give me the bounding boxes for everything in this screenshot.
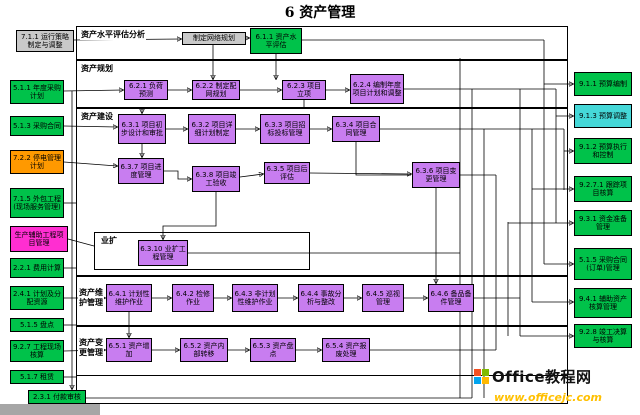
node-7-1-5-outsourced-engineering: 7.1.5 外包工程(现场服务管理) [10,188,64,218]
node-2-2-1-cost-calculation: 2.2.1 费用计算 [10,258,64,278]
node-6-5-4-asset-scrapping: 6.5.4 资产报废处理 [322,338,370,362]
node-5-1-7-lease: 5.1.7 租赁 [10,370,64,384]
node-9-2-8-completion-settlement: 9.2.8 竣工决算与核算 [574,324,632,348]
section-frame-construction [76,108,568,276]
node-6-2-1-load-forecast: 6.2.1 负荷预测 [124,80,168,100]
node-6-3-10-expansion-engineering: 6.3.10 业扩工程管理 [138,240,188,266]
node-6-4-2-overhaul-work: 6.4.2 检修作业 [172,284,214,312]
node-9-1-3-budget-adjustment: 9.1.3 预算调整 [574,104,632,128]
node-6-4-6-spare-parts-management: 6.4.6 备品备件管理 [428,284,474,312]
node-6-4-4-incident-analysis: 6.4.4 事故分析与整改 [298,284,344,312]
node-6-2-4-annual-project-plan: 6.2.4 编制年度项目计划和调整 [350,74,404,104]
node-network-planning: 制定网络规划 [182,32,246,45]
node-6-4-3-unplanned-maintenance: 6.4.3 非计划性维护作业 [232,284,278,312]
diagram-title: 6 资产管理 [284,5,356,21]
node-6-3-5-post-evaluation: 6.3.5 项目后评估 [264,162,310,184]
node-9-1-2-budget-execution-control: 9.1.2 预算执行和控制 [574,138,632,164]
node-9-4-1-auxiliary-asset-accounting: 9.4.1 辅助资产核算管理 [574,288,632,318]
section-label-evaluation: 资产水平评估分析 [80,30,146,40]
office-logo-icon [474,369,489,384]
node-6-4-5-inspection-management: 6.4.5 巡视管理 [362,284,404,312]
node-5-1-1-annual-procurement-plan: 5.1.1 年度采购计划 [10,80,64,104]
section-frame-maintenance [76,276,568,326]
node-9-1-1-budget-preparation: 9.1.1 预算编制 [574,72,632,96]
node-9-3-1-fund-preparation: 9.3.1 资金准备管理 [574,210,632,236]
node-9-2-7-site-accounting: 9.2.7 工程现场核算 [10,340,64,362]
node-6-3-8-completion-acceptance: 6.3.8 项目竣工验收 [192,166,240,192]
section-label-expansion: 业扩 [100,236,118,246]
watermark-url: www.officejc.com [494,391,603,404]
section-label-maintenance: 资产维护管理 [78,288,104,308]
section-frame-expansion [94,232,310,270]
node-6-3-7-progress-management: 6.3.7 项目进度管理 [118,158,164,184]
node-6-3-1-preliminary-design: 6.3.1 项目初步设计和审批 [118,114,166,144]
node-5-1-5-inventory-check: 5.1.5 盘点 [10,318,64,332]
bottom-strip [0,404,100,415]
section-label-construction: 资产建设 [80,112,114,122]
node-2-3-1-payment-review: 2.3.1 付款审核 [28,390,86,404]
node-6-1-1-asset-level-evaluation: 6.1.1 资产水平评估 [250,28,302,54]
section-label-planning: 资产规划 [80,64,114,74]
watermark: Office教程网 [474,366,592,387]
node-6-3-3-bidding-management: 6.3.3 项目招标投标管理 [260,114,310,144]
node-5-1-3-procurement-contract: 5.1.3 采购合同 [10,116,64,136]
watermark-brand: Office教程网 [492,368,592,386]
section-frame-evaluation [76,26,568,60]
node-6-3-6-project-change-management: 6.3.6 项目变更管理 [412,162,460,188]
node-6-4-1-planned-maintenance: 6.4.1 计划性维护作业 [106,284,152,312]
node-6-2-3-project-initiation: 6.2.3 项目立项 [282,80,326,100]
node-6-3-4-contract-management: 6.3.4 项目合同管理 [332,116,380,142]
node-6-5-3-asset-inventory: 6.5.3 资产盘点 [250,338,296,362]
node-6-2-2-grid-planning: 6.2.2 制定配网规划 [192,80,240,100]
node-7-2-2-outage-management-plan: 7.2.2 停电管理计划 [10,150,64,174]
node-9-2-7-1-project-tracking-accounting: 9.2.7.1 跟踪项目核算 [574,176,632,202]
node-auxiliary-engineering-project: 生产辅助工程项目管理 [10,226,68,252]
node-6-5-2-internal-transfer: 6.5.2 资产内部转移 [180,338,228,362]
node-6-5-1-asset-addition: 6.5.1 资产增加 [106,338,152,362]
node-2-4-1-plan-resource-allocation: 2.4.1 计划及分配资源 [10,286,64,310]
node-7-1-1-operating-strategy: 7.1.1 运行策略制定与调整 [16,30,74,52]
node-6-3-2-detailed-plan: 6.3.2 项目详细计划制定 [188,114,236,144]
section-label-change: 资产变更管理 [78,338,104,358]
node-5-1-5-procurement-contract-order: 5.1.5 采购合同(订单)管理 [574,248,632,280]
